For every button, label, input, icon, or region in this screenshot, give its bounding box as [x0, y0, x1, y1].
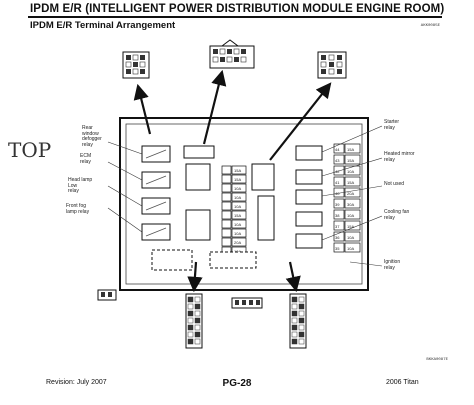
right-fuse-rating: 10A — [347, 169, 354, 174]
cooling-fan-relay-label: Cooling fan relay — [384, 209, 410, 221]
center-fuse: 15A — [221, 165, 247, 175]
top-center-connector — [209, 39, 255, 69]
center-right-relay-b — [257, 195, 275, 241]
right-fuse: 37 15A — [333, 220, 361, 231]
center-fuse-rating: 15A — [234, 213, 241, 218]
right-fuse-number: 41 — [335, 180, 340, 185]
arrow-bottom-left — [187, 261, 203, 293]
page-title: IPDM E/R (INTELLIGENT POWER DISTRIBUTION… — [30, 3, 445, 15]
center-fuse-rating: 15A — [234, 177, 241, 182]
ipdm-housing-inner — [125, 123, 363, 285]
right-fuse: 35 10A — [333, 242, 361, 253]
ecm-relay-label: ECM relay — [80, 153, 92, 165]
center-fuse-rating: 10A — [234, 204, 241, 209]
center-fuse-rating: 10A — [234, 222, 241, 227]
arrow-top-left — [133, 83, 152, 135]
right-fuse: 38 10A — [333, 209, 361, 220]
center-fuse-rating: 10A — [234, 195, 241, 200]
center-fuse: 10A — [221, 192, 247, 202]
top-left-connector — [122, 51, 150, 79]
center-left-relay-a — [185, 163, 211, 191]
center-fuse: 10A — [221, 228, 247, 238]
leader-lines — [107, 125, 383, 267]
right-fuse: 39 30A — [333, 198, 361, 209]
right-fuse-number: 38 — [335, 213, 340, 218]
right-fuse-number: 44 — [335, 147, 340, 152]
right-fuse-rating: 10A — [347, 235, 354, 240]
vehicle-model: 2006 Titan — [386, 379, 419, 386]
right-fuse-rating: 15A — [347, 158, 354, 163]
right-fuse-number: 35 — [335, 246, 340, 251]
arrow-bottom-right — [285, 261, 301, 293]
center-fuse: 10A — [221, 201, 247, 211]
top-right-connector — [317, 51, 347, 79]
center-left-connector — [183, 145, 215, 159]
section-subtitle: IPDM E/R Terminal Arrangement — [30, 20, 176, 31]
bottom-left-connector — [151, 249, 193, 271]
right-fuse: 41 15A — [333, 176, 361, 187]
center-fuse-rating: 10A — [234, 186, 241, 191]
center-fuse: 15A — [221, 174, 247, 184]
center-fuse: 20A — [221, 237, 247, 247]
right-fuse-rating: 10A — [347, 246, 354, 251]
starter-relay-label: Starter relay — [384, 119, 400, 131]
center-fuse: 10A — [221, 219, 247, 229]
head-lamp-relay-label: Head lamp Low relay — [68, 177, 93, 194]
bottom-center-small-connector — [231, 297, 263, 309]
bottom-figure-code: BKKA0087E — [426, 358, 448, 362]
rear-defogger-relay-label: Rear window defogger relay — [82, 125, 102, 148]
ignition-relay-label: Ignition relay — [384, 259, 401, 271]
center-fuse-rating: 10A — [234, 231, 241, 236]
heated-mirror-relay-label: Heated mirror relay — [384, 151, 415, 163]
right-fuse-rating: 10A — [347, 213, 354, 218]
front-fog-lamp-relay-label: Front fog lamp relay — [66, 203, 90, 215]
arrow-top-center — [202, 69, 227, 145]
center-fuse-rating: 15A — [234, 168, 241, 173]
arrow-top-right — [269, 82, 332, 161]
right-fuse: 36 10A — [333, 231, 361, 242]
bottom-right-connector-stack — [289, 293, 307, 349]
header-divider — [28, 16, 442, 18]
right-fuse-rating: 15A — [347, 147, 354, 152]
bottom-left-connector-stack — [185, 293, 203, 349]
right-fuse: 44 15A — [333, 143, 361, 154]
right-fuse-number: 39 — [335, 202, 340, 207]
right-fuse-rating: 15A — [347, 180, 354, 185]
bottom-center-connector — [209, 251, 257, 269]
center-fuse-rating: 20A — [234, 240, 241, 245]
right-fuse-rating: 15A — [347, 224, 354, 229]
right-fuse-rating: 20A — [347, 191, 354, 196]
revision-text: Revision: July 2007 — [46, 379, 107, 386]
left-relays — [141, 145, 171, 241]
not-used-label: Not used — [384, 181, 405, 187]
center-fuse-column: 15A15A10A10A10A15A10A10A20A10A — [221, 165, 247, 256]
center-fuse: 15A — [221, 210, 247, 220]
center-right-relay-a — [251, 163, 275, 191]
right-fuse-number: 36 — [335, 235, 340, 240]
center-fuse: 10A — [221, 183, 247, 193]
right-fuse: 43 15A — [333, 154, 361, 165]
bottom-left-small-connector — [97, 289, 117, 301]
page-number: PG-28 — [222, 378, 252, 389]
center-left-relay-b — [185, 209, 211, 241]
right-fuse-number: 37 — [335, 224, 340, 229]
right-fuse-number: 43 — [335, 158, 340, 163]
figure-reference-code: AKK0085E — [420, 24, 440, 28]
handwritten-top-label: TOP — [8, 138, 52, 162]
right-fuse-rating: 30A — [347, 202, 354, 207]
right-relays — [295, 145, 323, 249]
